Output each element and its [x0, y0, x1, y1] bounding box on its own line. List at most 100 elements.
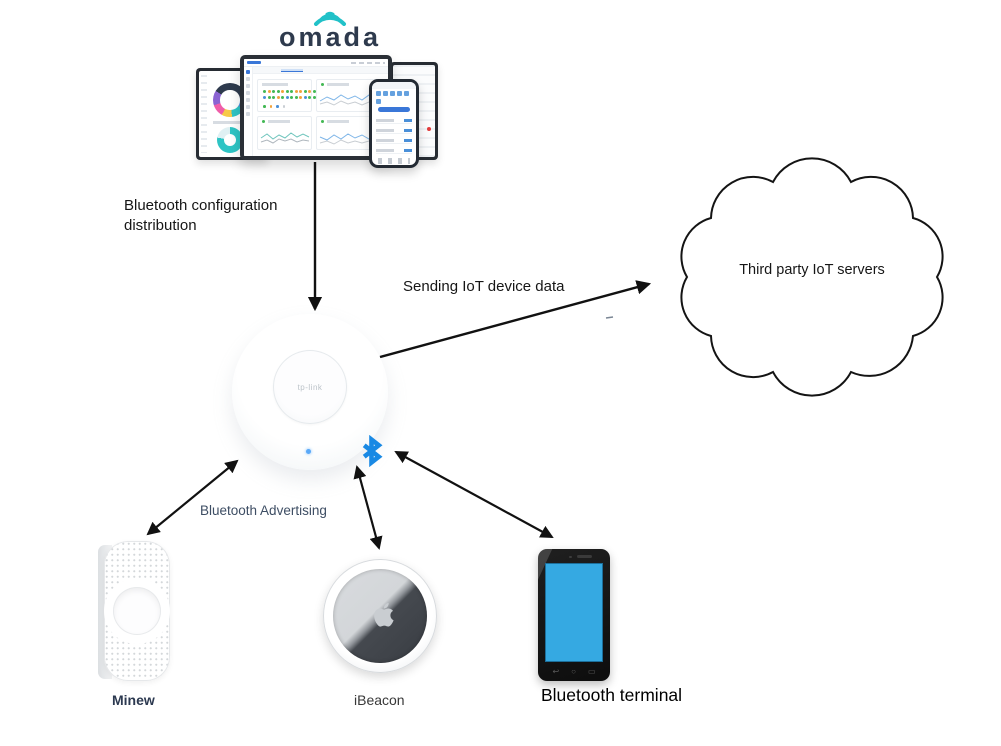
home-icon: ○: [571, 667, 576, 676]
decor-bar: [213, 121, 249, 124]
access-point-center: tp-link: [273, 350, 347, 424]
sidebar-icon: [246, 77, 250, 81]
status-dot: [263, 96, 266, 99]
app-icon: [376, 91, 381, 96]
status-dot: [299, 90, 302, 93]
status-dot: [272, 96, 275, 99]
bluetooth-icon: [362, 435, 383, 467]
dashboard-header: [244, 59, 388, 67]
phone-screen: [372, 82, 416, 165]
label-sending-iot-data: Sending IoT device data: [403, 278, 565, 295]
status-dot: [262, 119, 265, 123]
sidebar-icon: [246, 98, 250, 102]
sidebar-icon: [246, 91, 250, 95]
status-dot: [312, 96, 316, 99]
airtag-disc: [333, 569, 427, 663]
ibeacon-airtag-device: [323, 559, 437, 673]
menu-icon: ▭: [587, 667, 596, 676]
dashboard-toolbar: [253, 67, 388, 74]
status-dot: [276, 105, 279, 108]
status-dot: [282, 105, 285, 108]
arrow-ap-terminal: [394, 451, 554, 538]
arrow-ap-ibeacon: [353, 465, 383, 550]
donut-chart-small: [217, 127, 243, 153]
small-dash: [605, 316, 614, 319]
status-dot: [303, 90, 307, 93]
status-dot: [303, 96, 307, 99]
app-bottom-nav: [378, 158, 410, 164]
status-dot: [290, 96, 293, 99]
status-dot: [285, 90, 289, 93]
label-minew: Minew: [112, 692, 155, 708]
app-icon: [390, 91, 395, 96]
map-marker-icon: [427, 127, 431, 131]
status-dot: [267, 90, 271, 93]
status-dot: [290, 90, 293, 93]
status-dot: [263, 90, 266, 93]
status-legend: [263, 105, 285, 108]
status-dot: [321, 119, 324, 123]
panel-title-bar: [262, 83, 288, 86]
terminal-nav-bar: ↩ ○ ▭: [538, 666, 610, 678]
app-list-row: [376, 116, 412, 124]
dashboard-logo: [247, 61, 261, 64]
minew-beacon-device: [98, 541, 170, 683]
app-icon: [404, 91, 409, 96]
status-dot-grid: [263, 96, 316, 99]
access-point-device: tp-link: [232, 314, 388, 470]
label-bluetooth-terminal: Bluetooth terminal: [541, 685, 683, 705]
sidebar-icon: [246, 105, 250, 109]
camera-dot-icon: [569, 555, 572, 558]
app-list-row: [376, 126, 412, 134]
panel-title-bar: [268, 120, 290, 123]
header-menu-bars: [351, 61, 385, 64]
omada-logo: omada: [250, 6, 410, 54]
status-dot: [267, 96, 271, 99]
app-header: [372, 82, 416, 89]
app-icon-grid: [376, 91, 412, 104]
status-dot: [308, 90, 311, 93]
app-primary-button: [378, 107, 410, 112]
status-dots-panel: [257, 79, 316, 112]
status-dot: [294, 90, 298, 93]
app-list-row: [376, 146, 412, 154]
app-icon: [376, 98, 381, 104]
line-chart: [260, 132, 310, 144]
back-icon: ↩: [552, 667, 560, 676]
status-dot: [299, 96, 302, 99]
status-dot: [276, 96, 280, 99]
status-dot: [272, 90, 275, 93]
wifi-arcs-icon: [314, 11, 346, 26]
status-dot: [276, 90, 280, 93]
terminal-screen: [545, 563, 603, 662]
status-dot: [269, 105, 272, 108]
arrow-ap-minew: [146, 459, 239, 536]
monitor-screen: [244, 59, 388, 156]
minew-button: [113, 587, 161, 635]
apple-logo-icon: [374, 603, 394, 627]
status-dot: [321, 82, 324, 86]
app-icon: [397, 91, 402, 96]
app-icon: [383, 91, 388, 96]
panel-title-bar: [327, 83, 349, 86]
status-dot: [281, 96, 284, 99]
speaker-slot-icon: [577, 555, 592, 558]
minew-front-face: [104, 541, 170, 681]
bluetooth-terminal-device: ↩ ○ ▭: [538, 549, 610, 681]
status-dot-grid: [263, 90, 316, 93]
label-third-party-servers: Third party IoT servers: [739, 262, 885, 278]
label-ibeacon: iBeacon: [354, 692, 405, 708]
app-list-row: [376, 136, 412, 144]
omada-app-phone: [369, 79, 419, 168]
status-dot: [294, 96, 298, 99]
panel-title-bar: [327, 120, 349, 123]
status-dot: [285, 96, 289, 99]
label-bluetooth-advertising: Bluetooth Advertising: [200, 503, 327, 518]
sidebar-icon: [246, 112, 250, 116]
label-bluetooth-configuration: Bluetooth configuration distribution: [124, 197, 278, 234]
status-dot: [308, 96, 311, 99]
sidebar-icon: [246, 70, 250, 74]
line-chart-panel: [257, 116, 312, 150]
status-dot: [312, 90, 316, 93]
